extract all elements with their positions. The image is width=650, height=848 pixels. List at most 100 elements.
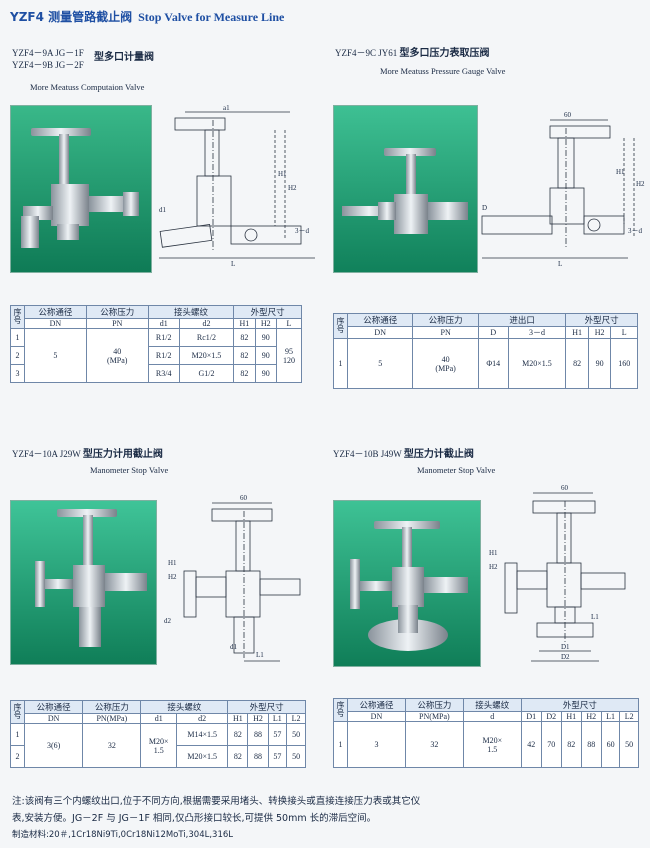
section3-model-line1: YZF4－10A J29W	[12, 449, 81, 459]
column-header: L1	[600, 711, 621, 722]
section4-photo	[333, 500, 481, 667]
table-cell: 82	[565, 338, 589, 389]
title-cn: YZF4 测量管路截止阀	[10, 10, 133, 24]
section4-dim-a: 60	[561, 484, 568, 492]
table-cell: M14×1.5	[176, 723, 229, 746]
section4-name-cn: 型压力计截止阀	[403, 449, 474, 460]
column-header: DN	[24, 318, 87, 329]
table-cell: 50	[286, 745, 306, 768]
table-index-header: 序号	[336, 316, 345, 333]
section3-dim-e: H1	[168, 559, 177, 567]
table-cell: 5	[24, 328, 87, 383]
section1-dim-f: H2	[288, 184, 297, 192]
table-cell: 70	[540, 721, 562, 768]
column-header: D	[477, 326, 509, 339]
table-group-header: 公称通径	[346, 313, 414, 327]
table-cell: 82	[560, 721, 582, 768]
table-cell: 88	[580, 721, 602, 768]
table-cell: M20×1.5	[462, 721, 522, 768]
table-cell: M20×1.5	[140, 723, 178, 768]
section3-dim-f: H2	[168, 573, 177, 581]
note-line: 表,安装方便。JG－2F 与 JG－1F 相同,仅凸形接口较长,可提供 50mm…	[12, 813, 377, 824]
section1-photo	[10, 105, 152, 273]
section4-dim-e: H1	[489, 549, 498, 557]
table-cell: Φ14	[477, 338, 509, 389]
table-group-header: 公称通径	[24, 305, 87, 319]
table-group-header: 接头螺纹	[140, 700, 229, 714]
section2-dim-b: L	[558, 260, 563, 268]
note-line: 制造材料:20＃,1Cr18Ni9Ti,0Cr18Ni12MoTi,304L,3…	[12, 830, 233, 840]
table-cell: 60	[600, 721, 621, 768]
notes: 注:该阀有三个内螺纹出口,位于不同方向,根据需要采用堵头、转换接头或直接连接压力…	[12, 793, 420, 844]
table-cell: 82	[233, 346, 256, 365]
table-cell: 42	[520, 721, 542, 768]
section2-dim-c: D	[482, 204, 488, 212]
table-cell: 90	[254, 364, 277, 383]
column-header: 3－d	[507, 326, 567, 339]
section2-dim-d: 3－d	[628, 227, 642, 235]
table-group-header: 公称压力	[85, 305, 149, 319]
table-cell: 50	[619, 721, 639, 768]
section1-dim-c: d1	[159, 206, 166, 214]
column-header: PN	[85, 318, 149, 329]
section4-dim-b: L1	[591, 613, 599, 621]
section2-table: 序号 公称通径 公称压力 进出口 外型尺寸 DN PN D 3－d H1 H2 …	[333, 313, 638, 389]
column-header: L	[275, 318, 303, 329]
section2-model-line1: YZF4－9C JY61	[335, 48, 398, 58]
table-group-header: 进出口	[477, 313, 567, 327]
column-header: DN	[347, 711, 406, 722]
column-header: H2	[247, 713, 269, 724]
section4-drawing: 60 L1 D1 D2 H1 H2	[483, 483, 648, 668]
table-group-header: 公称压力	[82, 700, 142, 714]
section4-dim-f: H2	[489, 563, 498, 571]
column-header: H2	[254, 318, 277, 329]
table-group-header: 公称压力	[412, 313, 479, 327]
section1-model-line2: YZF4－9B JG－2F	[12, 60, 84, 70]
note-line: 注:该阀有三个内螺纹出口,位于不同方向,根据需要采用堵头、转换接头或直接连接压力…	[12, 796, 421, 807]
table-cell: 40	[441, 354, 450, 364]
section2-name-en: More Meatuss Pressure Gauge Valve	[380, 66, 506, 76]
section1-name-cn: 型多口计量阀	[94, 52, 154, 63]
table-cell: 82	[227, 745, 249, 768]
section1-dim-b: L	[231, 260, 236, 268]
table-cell: 3	[347, 721, 406, 768]
section1-dim-a: a1	[223, 104, 230, 112]
table-group-header: 接头螺纹	[462, 698, 522, 712]
table-group-header: 外型尺寸	[227, 700, 306, 714]
column-header: DN	[346, 326, 414, 339]
section2-name-cn: 型多口压力表取压阀	[399, 48, 490, 59]
section1-model-line1: YZF4－9A JG－1F	[12, 48, 84, 58]
section4-dim-c: D1	[561, 643, 570, 651]
table-group-header: 公称通径	[23, 700, 84, 714]
title-en: Stop Valve for Measure Line	[138, 10, 285, 24]
table-cell: R3/4	[147, 364, 180, 383]
table-index-header: 序号	[336, 700, 345, 717]
table-index-header: 序号	[13, 307, 22, 324]
section4-table: 序号 公称通径 公称压力 接头螺纹 外型尺寸 DN PN(MPa) d D1 D…	[333, 698, 640, 768]
section2-drawing: 60 L D 3－d H1 H2	[478, 108, 648, 278]
table-cell: 32	[404, 721, 464, 768]
column-header: H2	[587, 326, 612, 339]
table-cell: 82	[227, 723, 249, 746]
section1-dim-d: 3－d	[295, 227, 309, 235]
table-cell: R1/2	[147, 328, 180, 347]
table-cell: 5	[346, 338, 414, 389]
table-cell: 1	[333, 721, 348, 768]
table-row: 2 M20×1.5 82 88 57 50	[10, 745, 306, 768]
column-header: L2	[619, 711, 639, 722]
column-header: H1	[227, 713, 249, 724]
table-row: 1 5 40(MPa) Φ14 M20×1.5 82 90 160	[333, 338, 638, 389]
section3-model: YZF4－10A J29W 型压力计用截止阀	[12, 448, 163, 461]
table-cell: 88	[247, 745, 269, 768]
table-cell: 82	[233, 328, 256, 347]
table-cell: 1	[10, 328, 25, 347]
column-header: PN(MPa)	[82, 713, 142, 724]
table-cell: 57	[267, 723, 288, 746]
table-cell: 3	[10, 364, 25, 383]
column-header: H1	[233, 318, 256, 329]
table-row: 3 R3/4 G1/2 82 90	[10, 364, 302, 383]
table-row: 1 3 32 M20×1.5 42 70 82 88 60 50	[333, 721, 639, 768]
table-cell: 40	[113, 346, 122, 356]
section3-dim-c: d2	[164, 617, 171, 625]
